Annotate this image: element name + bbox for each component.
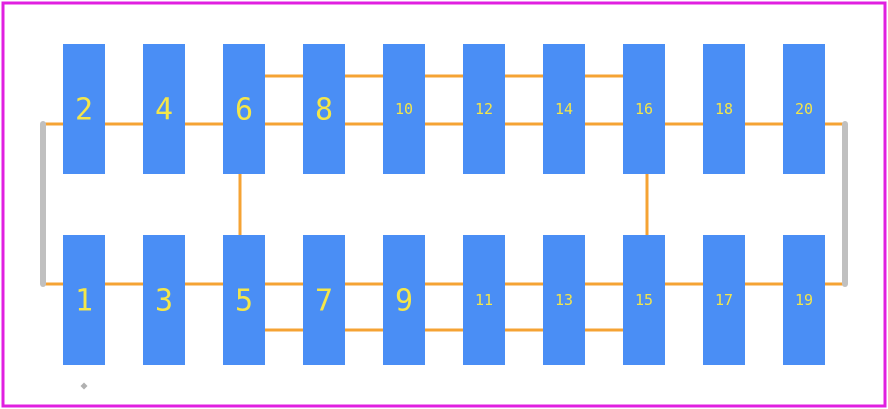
pad-label: 12: [475, 100, 493, 118]
pad-19[interactable]: 19: [783, 235, 825, 365]
pad-shape: [143, 44, 185, 174]
pad-shape: [63, 235, 105, 365]
pad-shape: [63, 44, 105, 174]
pad-label: 20: [795, 100, 813, 118]
pad-14[interactable]: 14: [543, 44, 585, 174]
pad-label: 16: [635, 100, 653, 118]
pad-label: 18: [715, 100, 733, 118]
pad-shape: [623, 44, 665, 174]
pad-shape: [223, 44, 265, 174]
origin-marker-icon: [80, 382, 88, 390]
pad-shape: [143, 235, 185, 365]
pad-7[interactable]: 7: [303, 235, 345, 365]
pad-17[interactable]: 17: [703, 235, 745, 365]
pad-label: 17: [715, 291, 733, 309]
pad-label: 3: [155, 284, 173, 319]
pad-label: 14: [555, 100, 573, 118]
pad-15[interactable]: 15: [623, 235, 665, 365]
pad-shape: [703, 44, 745, 174]
pad-10[interactable]: 10: [383, 44, 425, 174]
pad-label: 13: [555, 291, 573, 309]
pad-shape: [703, 235, 745, 365]
pad-shape: [223, 235, 265, 365]
pad-shape: [543, 44, 585, 174]
pad-6[interactable]: 6: [223, 44, 265, 174]
pad-shape: [303, 44, 345, 174]
pad-shape: [623, 235, 665, 365]
pad-11[interactable]: 11: [463, 235, 505, 365]
pad-shape: [463, 235, 505, 365]
pad-label: 10: [395, 100, 413, 118]
pad-1[interactable]: 1: [63, 235, 105, 365]
pad-label: 15: [635, 291, 653, 309]
pad-18[interactable]: 18: [703, 44, 745, 174]
pad-shape: [383, 235, 425, 365]
pad-2[interactable]: 2: [63, 44, 105, 174]
pad-label: 8: [315, 93, 333, 128]
pad-9[interactable]: 9: [383, 235, 425, 365]
pad-shape: [783, 44, 825, 174]
pad-4[interactable]: 4: [143, 44, 185, 174]
pad-label: 9: [395, 284, 413, 319]
pad-shape: [383, 44, 425, 174]
pad-label: 19: [795, 291, 813, 309]
pad-label: 7: [315, 284, 333, 319]
pad-3[interactable]: 3: [143, 235, 185, 365]
pad-shape: [463, 44, 505, 174]
pad-8[interactable]: 8: [303, 44, 345, 174]
pad-shape: [783, 235, 825, 365]
pad-label: 5: [235, 284, 253, 319]
body-edge-layer: [40, 121, 848, 287]
pad-shape: [543, 235, 585, 365]
pad-13[interactable]: 13: [543, 235, 585, 365]
pad-label: 11: [475, 291, 493, 309]
pad-label: 4: [155, 93, 173, 128]
pad-20[interactable]: 20: [783, 44, 825, 174]
pad-label: 2: [75, 93, 93, 128]
pad-16[interactable]: 16: [623, 44, 665, 174]
pad-label: 1: [75, 284, 93, 319]
pad-shape: [303, 235, 345, 365]
pad-label: 6: [235, 93, 253, 128]
pad-5[interactable]: 5: [223, 235, 265, 365]
pad-12[interactable]: 12: [463, 44, 505, 174]
